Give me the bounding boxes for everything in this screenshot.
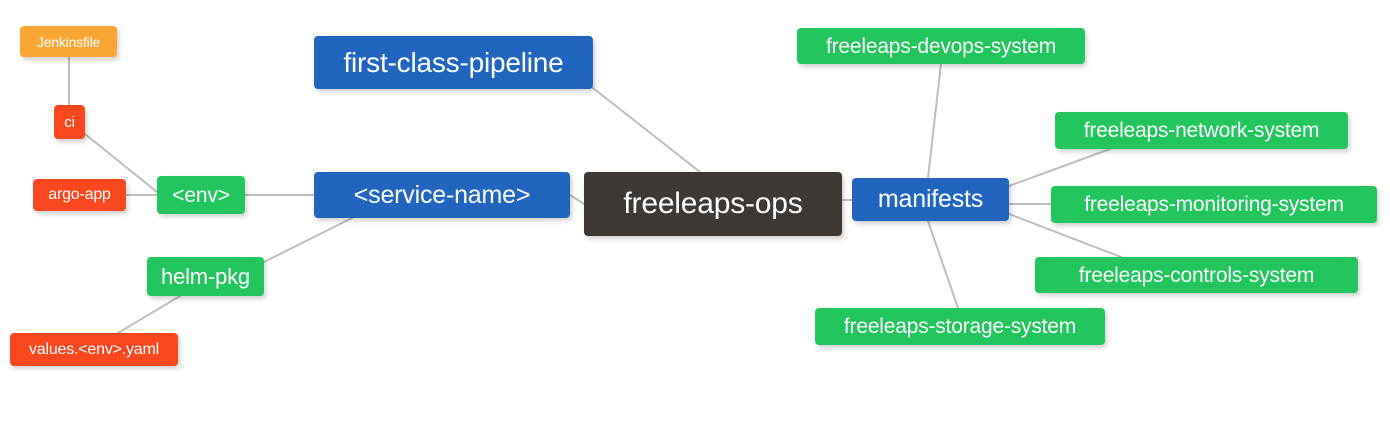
- edge-helm-pkg-to-values-yaml: [117, 295, 181, 334]
- edge-root-to-first-class-pipeline: [592, 87, 701, 173]
- mindmap-node-helm-pkg[interactable]: helm-pkg: [147, 257, 264, 296]
- edge-manifests-to-network-system: [1008, 148, 1111, 187]
- mindmap-node-controls-system[interactable]: freeleaps-controls-system: [1035, 257, 1358, 293]
- mindmap-node-service-name[interactable]: <service-name>: [314, 172, 570, 218]
- mindmap-node-jenkinsfile[interactable]: Jenkinsfile: [20, 26, 117, 57]
- mindmap-node-storage-system[interactable]: freeleaps-storage-system: [815, 308, 1105, 345]
- mindmap-node-monitoring-system[interactable]: freeleaps-monitoring-system: [1051, 186, 1377, 223]
- mindmap-node-env[interactable]: <env>: [157, 176, 245, 214]
- mindmap-node-first-class-pipeline[interactable]: first-class-pipeline: [314, 36, 593, 89]
- mindmap-node-network-system[interactable]: freeleaps-network-system: [1055, 112, 1348, 149]
- edge-root-to-service-name: [569, 194, 585, 205]
- mindmap-node-ci[interactable]: ci: [54, 105, 85, 139]
- edge-manifests-to-storage-system: [927, 220, 959, 309]
- mindmap-node-argo-app[interactable]: argo-app: [33, 179, 126, 211]
- mindmap-node-root[interactable]: freeleaps-ops: [584, 172, 842, 236]
- mindmap-node-devops-system[interactable]: freeleaps-devops-system: [797, 28, 1085, 64]
- edge-manifests-to-devops-system: [927, 63, 942, 179]
- mindmap-node-manifests[interactable]: manifests: [852, 178, 1009, 221]
- mindmap-node-values-yaml[interactable]: values.<env>.yaml: [10, 333, 178, 366]
- edge-service-name-to-helm-pkg: [263, 217, 353, 263]
